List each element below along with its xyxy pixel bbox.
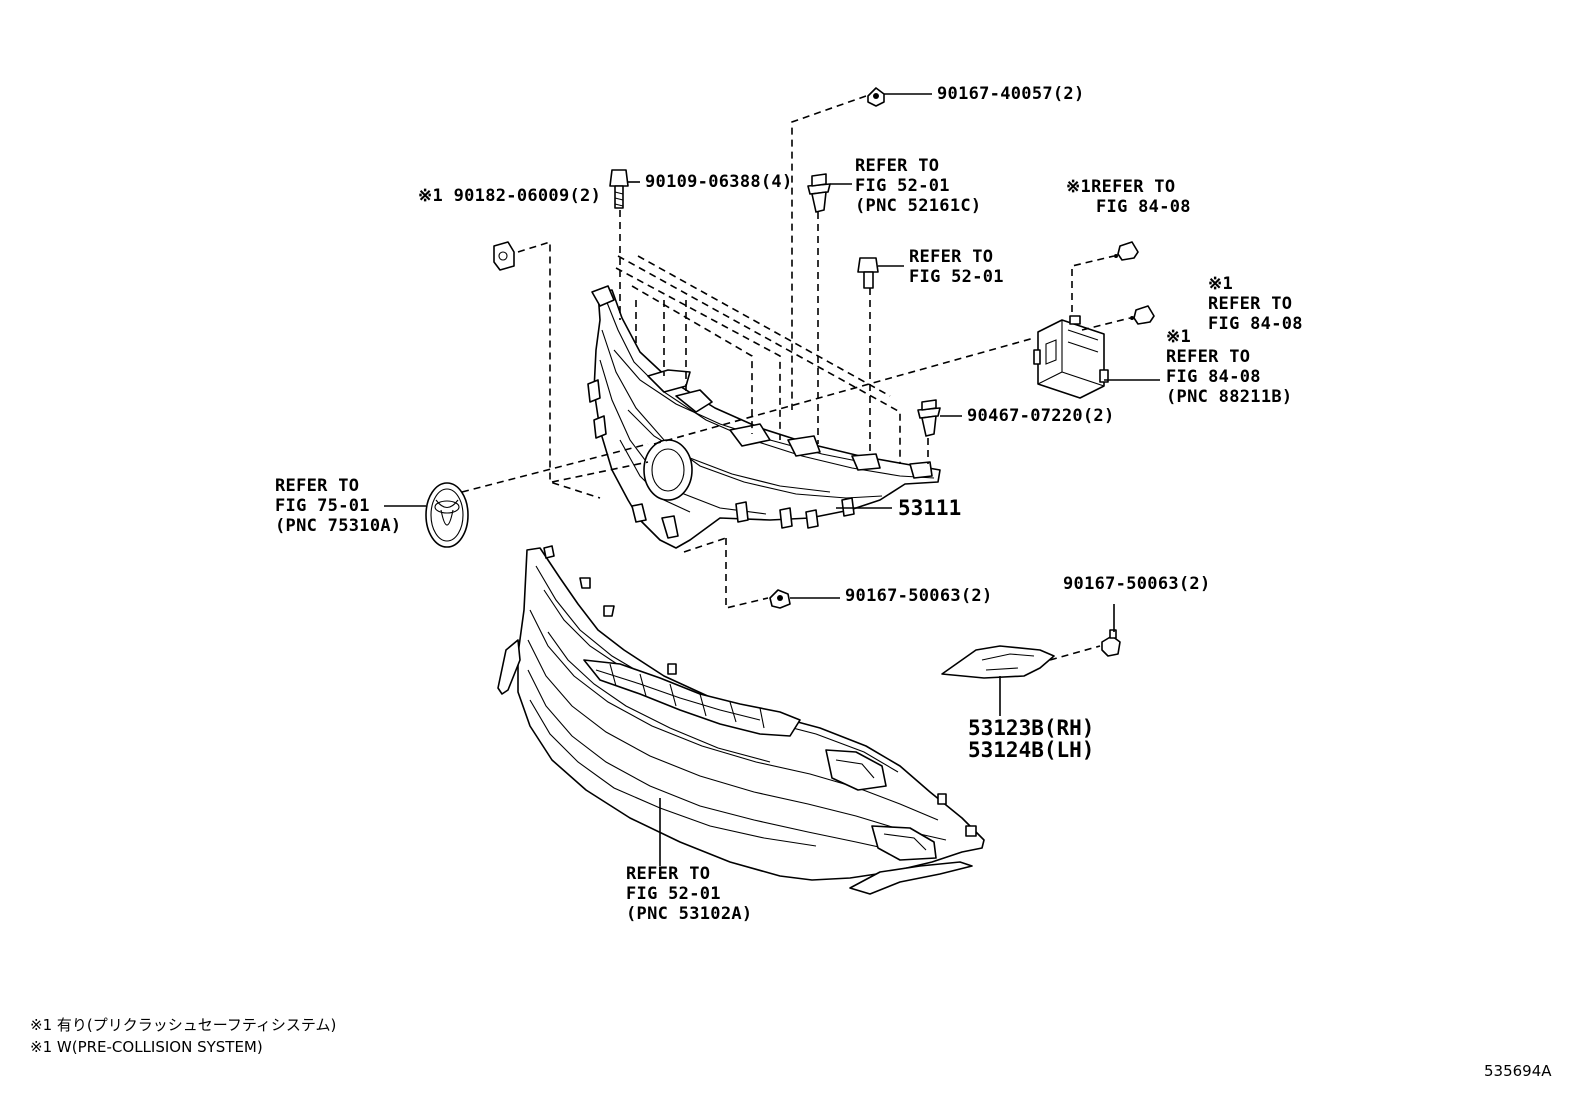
callout-line: REFER TO [855, 156, 940, 176]
callout-line: FIG 75-01 [275, 496, 370, 516]
radiator-grille-frame [587, 285, 941, 549]
callout-line: FIG 84-08 [1208, 314, 1303, 334]
callout-line: (PNC 52161C) [855, 196, 982, 216]
callout-refer-52161c: REFER TO FIG 52-01 (PNC 52161C) [855, 156, 981, 216]
callout-line: ※1 [1166, 327, 1192, 347]
callout-line: ※1REFER TO [1066, 177, 1176, 197]
callout-line: FIG 52-01 [626, 884, 721, 904]
screw-84-08-top [1114, 241, 1139, 261]
callout-refer-53102a: REFER TO FIG 52-01 (PNC 53102A) [626, 864, 752, 924]
callout-90167-50063-left: 90167-50063(2) [845, 586, 993, 606]
callout-90167-40057: 90167-40057(2) [937, 84, 1085, 104]
callout-90467-07220: 90467-07220(2) [967, 406, 1115, 426]
lower-grille [497, 545, 985, 895]
callout-line: (PNC 53102A) [626, 904, 753, 924]
footnote-jp: ※1 有り(プリクラッシュセーフティシステム) [30, 1016, 337, 1034]
callout-90167-50063-right: 90167-50063(2) [1063, 574, 1211, 594]
callout-refer-75310a: REFER TO FIG 75-01 (PNC 75310A) [275, 476, 401, 536]
callout-refer-84-08-mid: ※1 REFER TO FIG 84-08 [1208, 274, 1303, 334]
callout-line: (PNC 75310A) [275, 516, 402, 536]
callout-refer-52-01: REFER TO FIG 52-01 [909, 247, 1004, 287]
side-cover [941, 645, 1055, 679]
callout-90182-06009: ※1 90182-06009(2) [418, 186, 602, 206]
callout-53123b: 53123B(RH) [968, 716, 1095, 740]
callout-line: REFER TO [909, 247, 994, 267]
callout-line: FIG 52-01 [909, 267, 1004, 287]
clip-90467-07220 [917, 399, 941, 437]
callout-line: ※1 [1208, 274, 1234, 294]
callout-line: REFER TO [275, 476, 360, 496]
footnote-en: ※1 W(PRE-COLLISION SYSTEM) [30, 1038, 263, 1056]
callout-line: FIG 52-01 [855, 176, 950, 196]
leader-lines [384, 93, 1160, 866]
callout-53124b: 53124B(LH) [968, 738, 1095, 762]
callout-refer-88211b: ※1 REFER TO FIG 84-08 (PNC 88211B) [1166, 327, 1292, 407]
callout-line: REFER TO [1166, 347, 1251, 367]
callout-90109-06388: 90109-06388(4) [645, 172, 793, 192]
radar-sensor [1033, 315, 1109, 399]
callout-line: REFER TO [626, 864, 711, 884]
screw-84-08-mid [1130, 305, 1155, 325]
clip-90167-50063-left [769, 589, 791, 609]
clip-90167-50063-right [1101, 629, 1121, 657]
bolt-90109-06388 [609, 169, 629, 209]
illustration-id: 535694A [1484, 1062, 1552, 1080]
callout-53111: 53111 [898, 496, 962, 520]
callout-line: FIG 84-08 [1166, 367, 1261, 387]
clip-52161c [807, 173, 831, 213]
bolt-52-01 [857, 257, 879, 289]
emblem [425, 482, 469, 548]
callout-line: REFER TO [1208, 294, 1293, 314]
nut-90182-06009 [493, 241, 515, 271]
callout-refer-84-08-top: ※1REFER TO FIG 84-08 [1066, 177, 1191, 217]
clip-90167-40057 [867, 87, 885, 107]
callout-line: FIG 84-08 [1096, 197, 1191, 217]
assembly-lines [461, 95, 1131, 661]
callout-line: (PNC 88211B) [1166, 387, 1293, 407]
